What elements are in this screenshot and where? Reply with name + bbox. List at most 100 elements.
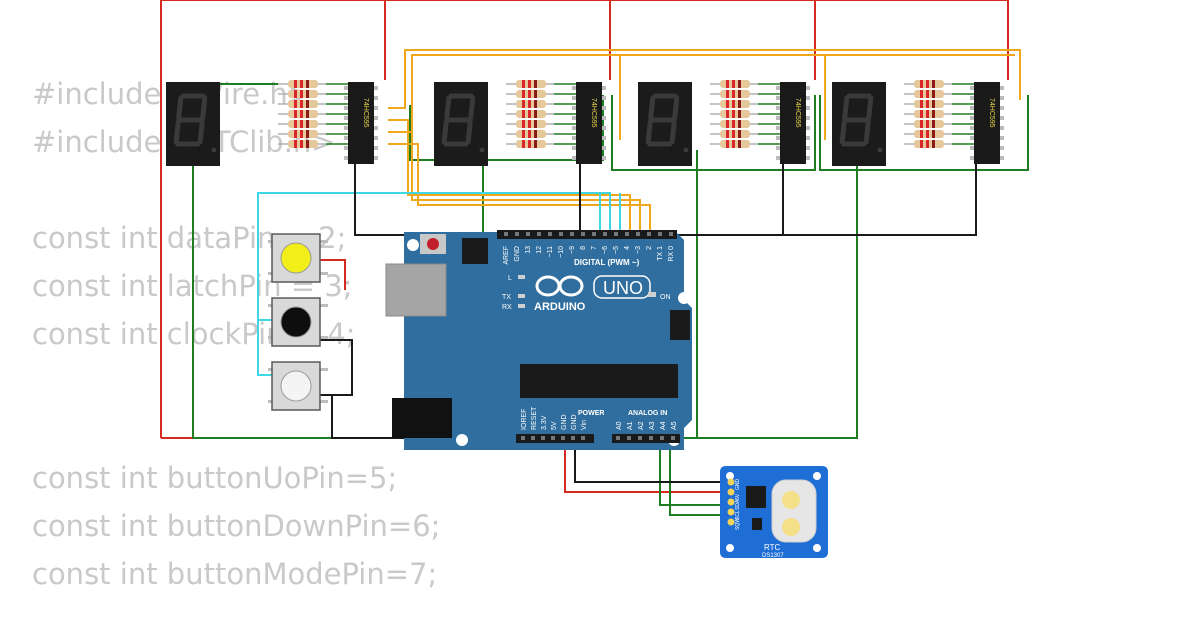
wire-red-5v	[564, 438, 726, 493]
header-pin[interactable]	[521, 436, 525, 440]
resistor-band	[534, 110, 537, 118]
mount-hole	[407, 239, 419, 251]
arduino-logo	[535, 275, 651, 299]
header-pin[interactable]	[570, 232, 574, 236]
resistor-band	[932, 140, 935, 148]
ic-pin	[776, 86, 780, 90]
header-pin[interactable]	[658, 232, 662, 236]
resistor-band	[926, 80, 929, 88]
resistor-band	[534, 100, 537, 108]
rtc-pin[interactable]	[727, 508, 735, 516]
power-pin-label: Vin	[581, 420, 588, 430]
push-button-yellow[interactable]	[268, 233, 328, 283]
push-button-white[interactable]	[268, 361, 328, 411]
header-pin[interactable]	[669, 232, 673, 236]
header-pin[interactable]	[571, 436, 575, 440]
resistor-band	[926, 110, 929, 118]
rtc-pin[interactable]	[727, 478, 735, 486]
resistor-band	[300, 120, 303, 128]
ic-pin	[970, 146, 974, 150]
reset-button[interactable]	[427, 238, 439, 250]
wire-green-scl	[669, 438, 726, 516]
resistor-band	[534, 80, 537, 88]
header-pin[interactable]	[592, 232, 596, 236]
resistor-band	[294, 130, 297, 138]
header-pin[interactable]	[537, 232, 541, 236]
resistor-band	[306, 100, 309, 108]
rtc-pin[interactable]	[727, 488, 735, 496]
button-cap[interactable]	[280, 242, 312, 274]
led-rx	[518, 304, 525, 308]
rtc-pin[interactable]	[727, 498, 735, 506]
resistor-band	[732, 80, 735, 88]
rtc-pin[interactable]	[727, 518, 735, 526]
header-pin[interactable]	[660, 436, 664, 440]
ic-pin	[970, 106, 974, 110]
battery-contact	[782, 491, 800, 509]
digital-pin-label: 2	[646, 246, 653, 250]
header-pin[interactable]	[603, 232, 607, 236]
led-tx	[518, 294, 525, 298]
header-pin[interactable]	[638, 436, 642, 440]
resistor-band	[732, 110, 735, 118]
resistor-band	[300, 80, 303, 88]
atmega-chip	[520, 364, 678, 398]
wire-green	[680, 150, 858, 439]
header-pin[interactable]	[647, 232, 651, 236]
header-pin[interactable]	[548, 232, 552, 236]
header-pin[interactable]	[531, 436, 535, 440]
led-l	[518, 275, 525, 279]
dc-jack	[392, 398, 452, 438]
mount-hole	[678, 292, 690, 304]
resistor-band	[732, 100, 735, 108]
wire-orange	[388, 143, 651, 232]
resistor-band	[294, 100, 297, 108]
digital-pin-label: AREF	[503, 246, 510, 265]
button-cap[interactable]	[280, 370, 312, 402]
header-pin[interactable]	[627, 436, 631, 440]
segments	[839, 93, 874, 147]
resistor-band	[306, 140, 309, 148]
header-pin[interactable]	[649, 436, 653, 440]
header-pin[interactable]	[581, 232, 585, 236]
header-pin[interactable]	[636, 232, 640, 236]
resistor-band	[726, 100, 729, 108]
header-pin[interactable]	[559, 232, 563, 236]
wire-black	[320, 339, 353, 396]
header-pin[interactable]	[526, 232, 530, 236]
header-pin[interactable]	[515, 232, 519, 236]
power-pin-label: GND	[571, 414, 578, 430]
header-pin[interactable]	[625, 232, 629, 236]
ic-pin	[374, 146, 378, 150]
header-pin[interactable]	[541, 436, 545, 440]
mount-hole	[726, 472, 734, 480]
segment-e	[173, 119, 181, 145]
mount-hole	[456, 434, 468, 446]
header-pin[interactable]	[581, 436, 585, 440]
ic-pin	[344, 106, 348, 110]
ic-pin	[970, 116, 974, 120]
header-pin[interactable]	[551, 436, 555, 440]
shift-register-label: 74HC595	[988, 98, 995, 128]
ic-pin	[602, 116, 606, 120]
button-cap[interactable]	[280, 306, 312, 338]
push-button-black[interactable]	[268, 297, 328, 347]
segment-e	[441, 119, 449, 145]
digital-pin-label: TX 1	[657, 246, 664, 261]
ic-pin	[970, 136, 974, 140]
led-label-tx: TX	[502, 294, 511, 301]
header-pin[interactable]	[504, 232, 508, 236]
header-pin[interactable]	[561, 436, 565, 440]
segment-e	[645, 119, 653, 145]
header-pin[interactable]	[671, 436, 675, 440]
segment-f	[842, 95, 850, 121]
resistor-band	[732, 140, 735, 148]
analog-pin-label: A4	[660, 421, 667, 430]
header-pin[interactable]	[614, 232, 618, 236]
header-pin[interactable]	[616, 436, 620, 440]
ic-pin	[602, 146, 606, 150]
